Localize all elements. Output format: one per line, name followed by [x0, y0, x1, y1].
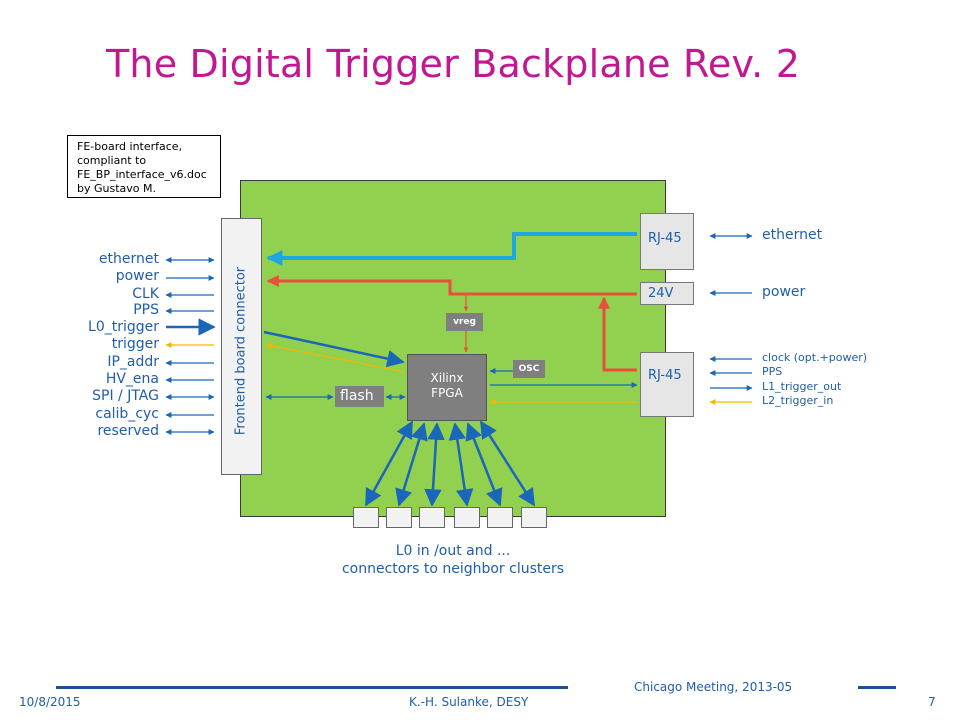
right-label-pps: PPS: [762, 365, 783, 378]
frontend-board-connector: [221, 218, 262, 475]
right-label-ethernet: ethernet: [762, 227, 823, 243]
fanout-5: [465, 422, 503, 507]
power-bus: [266, 275, 637, 296]
footer-author: K.-H. Sulanke, DESY: [409, 695, 529, 709]
signal-label-hv-ena: HV_ena: [105, 371, 159, 387]
signal-label-reserved: reserved: [97, 423, 159, 439]
fanout-6: [479, 420, 536, 507]
left-signal-arrows: [165, 257, 216, 435]
xilinx-fpga: Xilinx FPGA: [407, 354, 487, 421]
signal-label-ip-addr: IP_addr: [107, 354, 159, 370]
rj45-trigger-jack: RJ-45: [640, 352, 694, 417]
oscillator: OSC: [513, 360, 545, 378]
neighbor-connector-1: [353, 507, 379, 528]
right-label-power: power: [762, 284, 806, 300]
signal-label-ethernet: ethernet: [98, 251, 159, 267]
rj45-ethernet-jack: RJ-45: [640, 213, 694, 270]
ethernet-bus: [266, 232, 637, 266]
footer-bar-right: [858, 686, 896, 689]
neighbor-connector-3: [419, 507, 445, 528]
trigger-from-fpga: [266, 343, 406, 373]
signal-label-spi-jtag: SPI / JTAG: [92, 388, 159, 404]
neighbor-connector-2: [386, 507, 412, 528]
signal-label-clk: CLK: [132, 286, 159, 302]
fanout-2: [395, 422, 428, 507]
voltage-regulator: vreg: [446, 313, 483, 331]
caption-line-1: L0 in /out and ...: [395, 543, 511, 559]
signal-label-power: power: [115, 268, 159, 284]
fanout-1: [364, 420, 414, 507]
signal-label-calib-cyc: calib_cyc: [95, 406, 159, 422]
right-label-clock: clock (opt.+power): [762, 351, 868, 364]
fe-board-interface-note: FE-board interface, compliant to FE_BP_i…: [67, 135, 221, 198]
footer-date: 10/8/2015: [19, 695, 81, 709]
footer-page-number: 7: [928, 695, 936, 709]
neighbor-connector-5: [487, 507, 513, 528]
neighbor-connector-4: [454, 507, 480, 528]
signal-label-l0-trigger: L0_trigger: [88, 319, 159, 335]
signal-label-pps: PPS: [133, 302, 159, 318]
power-24v-connector: 24V: [640, 282, 694, 305]
fanout-3: [424, 422, 445, 507]
l0-trigger-to-fpga: [263, 330, 405, 368]
signal-label-trigger: trigger: [111, 336, 159, 352]
caption-line-2: connectors to neighbor clusters: [341, 561, 565, 577]
right-label-l1-trigger-out: L1_trigger_out: [762, 380, 842, 393]
right-label-l2-trigger-in: L2_trigger_in: [762, 394, 834, 407]
neighbor-connector-6: [521, 507, 547, 528]
footer-meeting: Chicago Meeting, 2013-05: [634, 680, 793, 694]
flash-chip: flash: [335, 386, 384, 407]
fanout-4: [448, 422, 474, 507]
power-from-rj45: [598, 296, 637, 372]
slide-title: The Digital Trigger Backplane Rev. 2: [106, 42, 801, 86]
footer-bar-left: [56, 686, 568, 689]
